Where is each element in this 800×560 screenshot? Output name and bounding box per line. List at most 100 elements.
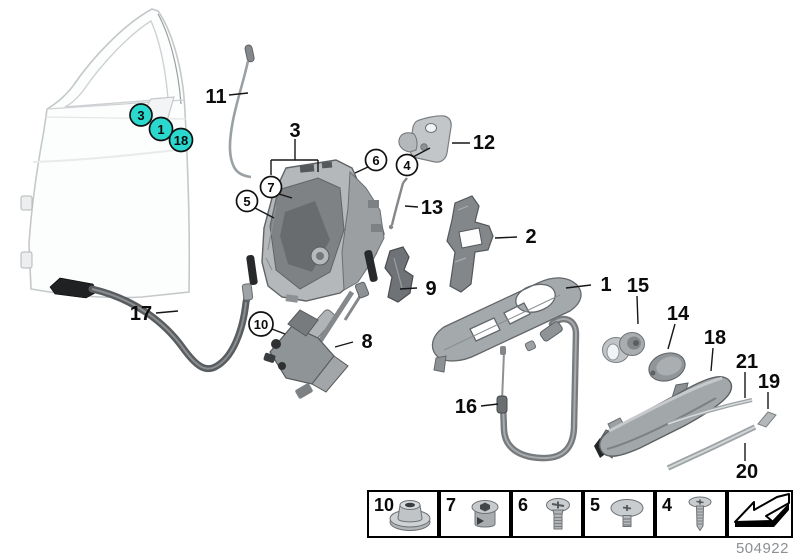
striker-screw (420, 143, 428, 151)
rod-8-ferrule (354, 281, 370, 299)
direction-arrow-box (727, 490, 793, 538)
rod-13 (388, 177, 408, 230)
callout-3[interactable]: 3 (270, 120, 319, 175)
lock-side-tab (368, 200, 379, 208)
callout-14[interactable]: 14 (667, 303, 690, 350)
legend-cell-5[interactable]: 5 (583, 490, 655, 538)
callout-8[interactable]: 8 (334, 331, 373, 353)
callout-label-20[interactable]: 20 (736, 461, 758, 483)
callout-label-11[interactable]: 11 (205, 86, 226, 108)
callout-1[interactable]: 1 (565, 274, 612, 296)
callout-c6[interactable]: 6 (354, 148, 388, 174)
legend-cell-6[interactable]: 6 (511, 490, 583, 538)
cover-15-key-boss (633, 340, 639, 346)
callout-c4[interactable]: 4 (395, 147, 431, 177)
callout-label-21[interactable]: 21 (736, 351, 758, 373)
cable-16-highlight (502, 318, 578, 460)
lock-actuator-and-rod-8 (263, 250, 378, 399)
callout-label-2[interactable]: 2 (525, 226, 536, 248)
callout-c7[interactable]: 7 (259, 175, 293, 199)
lock-top-slot (299, 164, 315, 173)
callout-18[interactable]: 18 (704, 327, 726, 372)
callout-c10[interactable]: 10 (248, 311, 286, 337)
door-striker-12 (398, 115, 452, 163)
rod-11-knob (244, 44, 255, 63)
callout-label-c4[interactable]: 4 (403, 158, 411, 173)
handle-carrier-1 (431, 277, 582, 373)
callout-label-17[interactable]: 17 (130, 303, 152, 325)
cable-16-ferrule (524, 340, 537, 352)
callout-label-s1[interactable]: 1 (157, 122, 164, 137)
strip-21-highlight (667, 399, 753, 425)
callout-label-15[interactable]: 15 (627, 275, 649, 297)
callout-label-8[interactable]: 8 (361, 331, 372, 353)
callout-15[interactable]: 15 (627, 275, 649, 325)
selected-callout-circle-s3[interactable] (129, 103, 153, 127)
actuator-pin (271, 339, 281, 349)
callout-label-9[interactable]: 9 (425, 278, 436, 300)
legend-cell-10[interactable]: 10 (367, 490, 439, 538)
callout-label-16[interactable]: 16 (455, 396, 477, 418)
callout-20[interactable]: 20 (736, 443, 758, 483)
bowden-cable-17 (88, 254, 258, 373)
selected-callout-circle-s1[interactable] (148, 116, 174, 142)
lock-side-tab-2 (371, 224, 382, 232)
door-hinge-upper (20, 195, 33, 211)
cable-16-barrel (496, 395, 508, 414)
rod-13-foot (388, 224, 394, 230)
callout-label-18[interactable]: 18 (704, 327, 726, 349)
cover-14-hole (650, 370, 656, 376)
callout-s3[interactable]: 3 (129, 103, 153, 127)
rod-13-wire (390, 177, 408, 226)
callout-17[interactable]: 17 (130, 303, 179, 325)
handle-grip (598, 376, 733, 457)
outer-door-handle-18 (594, 376, 733, 459)
direction-arrow-icon (734, 493, 790, 527)
callout-label-1[interactable]: 1 (600, 274, 611, 296)
callout-label-13[interactable]: 13 (421, 197, 443, 219)
selected-callout-circle-s18[interactable] (168, 127, 194, 153)
callout-label-s18[interactable]: 18 (174, 133, 188, 148)
callout-21[interactable]: 21 (736, 351, 758, 398)
callout-label-s3[interactable]: 3 (137, 108, 144, 123)
callout-2[interactable]: 2 (494, 226, 537, 248)
legend-cell-frame[interactable] (511, 490, 583, 538)
legend-cell-4[interactable]: 4 (655, 490, 727, 538)
striker-plate (409, 115, 452, 163)
callout-label-c10[interactable]: 10 (254, 317, 268, 332)
callout-s1[interactable]: 1 (148, 116, 174, 142)
callout-label-c6[interactable]: 6 (372, 153, 379, 168)
callout-circle-c7[interactable] (259, 175, 283, 199)
cover-15-ring-hole (606, 343, 620, 361)
legend-cell-number: 4 (662, 495, 672, 515)
callout-16[interactable]: 16 (455, 396, 499, 418)
callout-11[interactable]: 11 (205, 86, 249, 108)
callout-label-19[interactable]: 19 (758, 371, 780, 393)
callout-12[interactable]: 12 (452, 132, 495, 154)
legend-cell-number: 5 (590, 495, 600, 515)
callout-13[interactable]: 13 (404, 197, 443, 219)
bowden-cable-16 (496, 315, 580, 462)
callout-s18[interactable]: 18 (168, 127, 194, 153)
callout-label-3[interactable]: 3 (289, 120, 300, 142)
bracket-2-hole (458, 227, 483, 249)
callout-label-12[interactable]: 12 (473, 132, 495, 154)
callout-9[interactable]: 9 (399, 278, 437, 300)
callout-circle-c6[interactable] (364, 148, 388, 172)
callout-label-c7[interactable]: 7 (267, 180, 274, 195)
callout-c5[interactable]: 5 (235, 189, 275, 219)
callout-circle-c5[interactable] (235, 189, 259, 213)
callout-label-c5[interactable]: 5 (243, 194, 250, 209)
callout-19[interactable]: 19 (758, 371, 780, 409)
bracket-9-facet (393, 257, 403, 289)
cable-16-inner-wire (501, 351, 505, 402)
callout-circle-c4[interactable] (395, 153, 419, 177)
cable-16-nipple (500, 346, 506, 355)
legend-cell-7[interactable]: 7 (439, 490, 511, 538)
callout-circle-c10[interactable] (248, 311, 274, 337)
cover-14-inner (656, 356, 682, 376)
actuator-pin-2 (278, 362, 286, 370)
callout-label-14[interactable]: 14 (667, 303, 690, 325)
lock-top-slot-2 (321, 161, 333, 169)
